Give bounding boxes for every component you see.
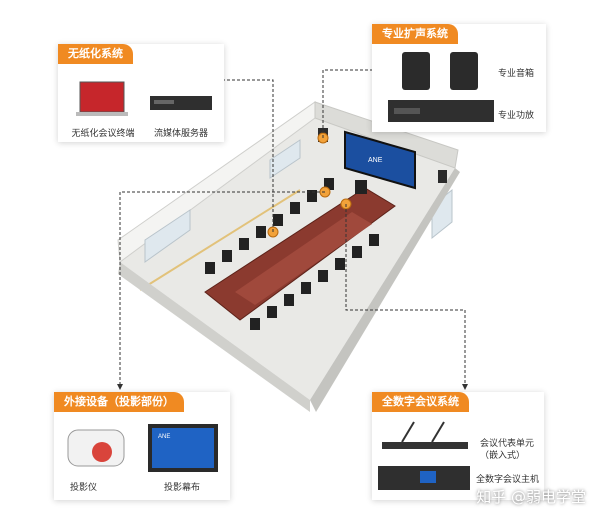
- left-window-2: [269, 139, 301, 179]
- paperless-devices: [76, 81, 212, 116]
- front-wall: [118, 262, 310, 412]
- paperless-terminal-icon: [79, 81, 125, 113]
- delegate-caption-line2: （嵌入式）: [480, 451, 526, 461]
- amplifier-caption: 专业功放: [498, 111, 535, 121]
- speaker-icon-left: [402, 52, 430, 90]
- media-server-icon: [150, 96, 212, 110]
- server-caption: 流媒体服务器: [153, 129, 208, 139]
- conference-devices: [378, 421, 470, 490]
- delegate-caption-line1: 会议代表单元: [480, 439, 535, 449]
- amplifier-icon: [388, 100, 494, 122]
- room-display-brand: ANE: [368, 157, 383, 164]
- speaker-caption: 专业音箱: [498, 69, 535, 79]
- room-speaker-right: [438, 170, 447, 183]
- chairs-left: [205, 178, 334, 274]
- chairs-right: [250, 234, 379, 330]
- delegate-unit-icon: [382, 442, 468, 449]
- right-wall: [310, 168, 460, 412]
- head-chair: [355, 180, 367, 194]
- audio-panel: 专业扩声系统 专业音箱 专业功放: [372, 24, 546, 132]
- paperless-title: 无纸化系统: [58, 44, 133, 64]
- terminal-caption: 无纸化会议终端: [71, 129, 135, 139]
- projector-caption: 投影仪: [70, 483, 98, 493]
- room-display: [344, 130, 416, 190]
- watermark: 知乎 @弱电学堂: [476, 488, 586, 506]
- connector-lines: [119, 69, 466, 385]
- host-caption: 全数字会议主机: [476, 475, 540, 485]
- conference-title: 全数字会议系统: [372, 392, 469, 412]
- left-window: [144, 209, 191, 263]
- conference-panel: 全数字会议系统 会议代表单元 （嵌入式） 全数字会议主机: [372, 392, 544, 500]
- audio-title: 专业扩声系统: [372, 24, 458, 44]
- table-inlay: [235, 212, 372, 305]
- projection-panel: 外接设备（投影部份） ANE 投影仪 投影幕布: [54, 392, 230, 500]
- projection-devices: ANE: [67, 424, 218, 472]
- speaker-icon-right: [450, 52, 478, 90]
- screen-caption: 投影幕布: [164, 483, 201, 493]
- projection-screen-brand: ANE: [158, 434, 170, 440]
- paperless-panel: 无纸化系统 无纸化会议终端 流媒体服务器: [58, 44, 224, 142]
- projection-title: 外接设备（投影部份）: [54, 392, 184, 412]
- audio-devices: [388, 52, 494, 122]
